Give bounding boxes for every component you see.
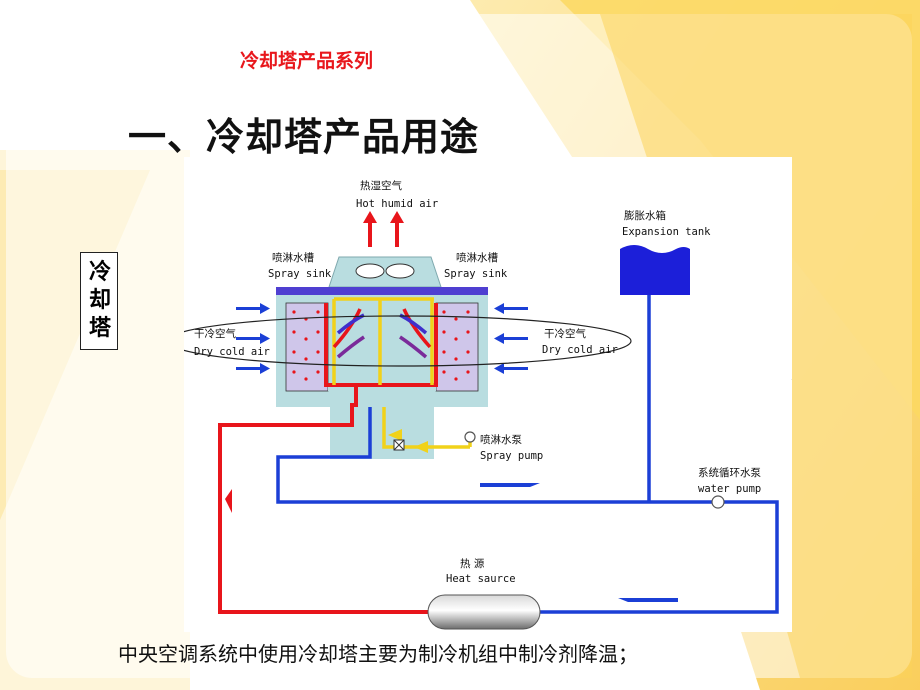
heat-source bbox=[427, 594, 541, 630]
spray-sink-right-cn: 喷淋水槽 bbox=[456, 251, 498, 264]
hot-water-arrow bbox=[225, 489, 232, 513]
heat-source-en: Heat saurce bbox=[446, 573, 516, 585]
side-label-text: 冷却塔 bbox=[89, 260, 112, 341]
spray-water-pipe bbox=[332, 297, 472, 449]
slide-caption: 中央空调系统中使用冷却塔主要为制冷机组中制冷剂降温； bbox=[118, 642, 638, 666]
water-pump-cn: 系统循环水泵 bbox=[698, 466, 761, 479]
spray-sink-left-cn: 喷淋水槽 bbox=[272, 251, 314, 264]
tower-fan-top bbox=[328, 256, 442, 288]
water-pump-en: water pump bbox=[698, 483, 761, 495]
cooling-tower-diagram: 热湿空气 Hot humid air 喷淋水槽 Spray sink 喷淋水槽 … bbox=[184, 157, 792, 632]
tower-body bbox=[276, 287, 488, 459]
hot-air-label-en: Hot humid air bbox=[356, 198, 438, 210]
dry-air-highlight bbox=[184, 315, 632, 367]
dry-air-left-en: Dry cold air bbox=[194, 346, 270, 358]
spray-pump-en: Spray pump bbox=[480, 450, 543, 462]
side-label-box: 冷却塔 bbox=[80, 252, 118, 350]
spray-pump bbox=[464, 431, 476, 443]
cold-water-arrows bbox=[480, 483, 678, 602]
hot-air-label-cn: 热湿空气 bbox=[360, 179, 402, 192]
inner-valve bbox=[393, 439, 405, 451]
expansion-tank-en: Expansion tank bbox=[622, 226, 711, 238]
expansion-tank-cn: 膨胀水箱 bbox=[624, 209, 666, 222]
dry-air-left-cn: 干冷空气 bbox=[194, 327, 236, 340]
dry-air-arrows bbox=[236, 303, 528, 374]
heat-source-cn: 热 源 bbox=[460, 557, 485, 570]
expansion-tank bbox=[620, 245, 690, 295]
internal-air-arrows bbox=[332, 308, 432, 359]
spray-sink-left-en: Spray sink bbox=[268, 268, 332, 280]
dry-air-right-en: Dry cold air bbox=[542, 344, 618, 356]
dry-air-right-cn: 干冷空气 bbox=[544, 327, 586, 340]
spray-water-arrows bbox=[388, 429, 428, 453]
hot-air-arrows bbox=[363, 211, 404, 247]
slide-header: 冷却塔产品系列 bbox=[240, 50, 374, 72]
spray-pump-cn: 喷淋水泵 bbox=[480, 433, 522, 446]
water-pump bbox=[711, 495, 725, 509]
spray-drops bbox=[292, 310, 470, 381]
spray-sink-right-en: Spray sink bbox=[444, 268, 508, 280]
slide-title: 一、冷却塔产品用途 bbox=[128, 115, 480, 159]
